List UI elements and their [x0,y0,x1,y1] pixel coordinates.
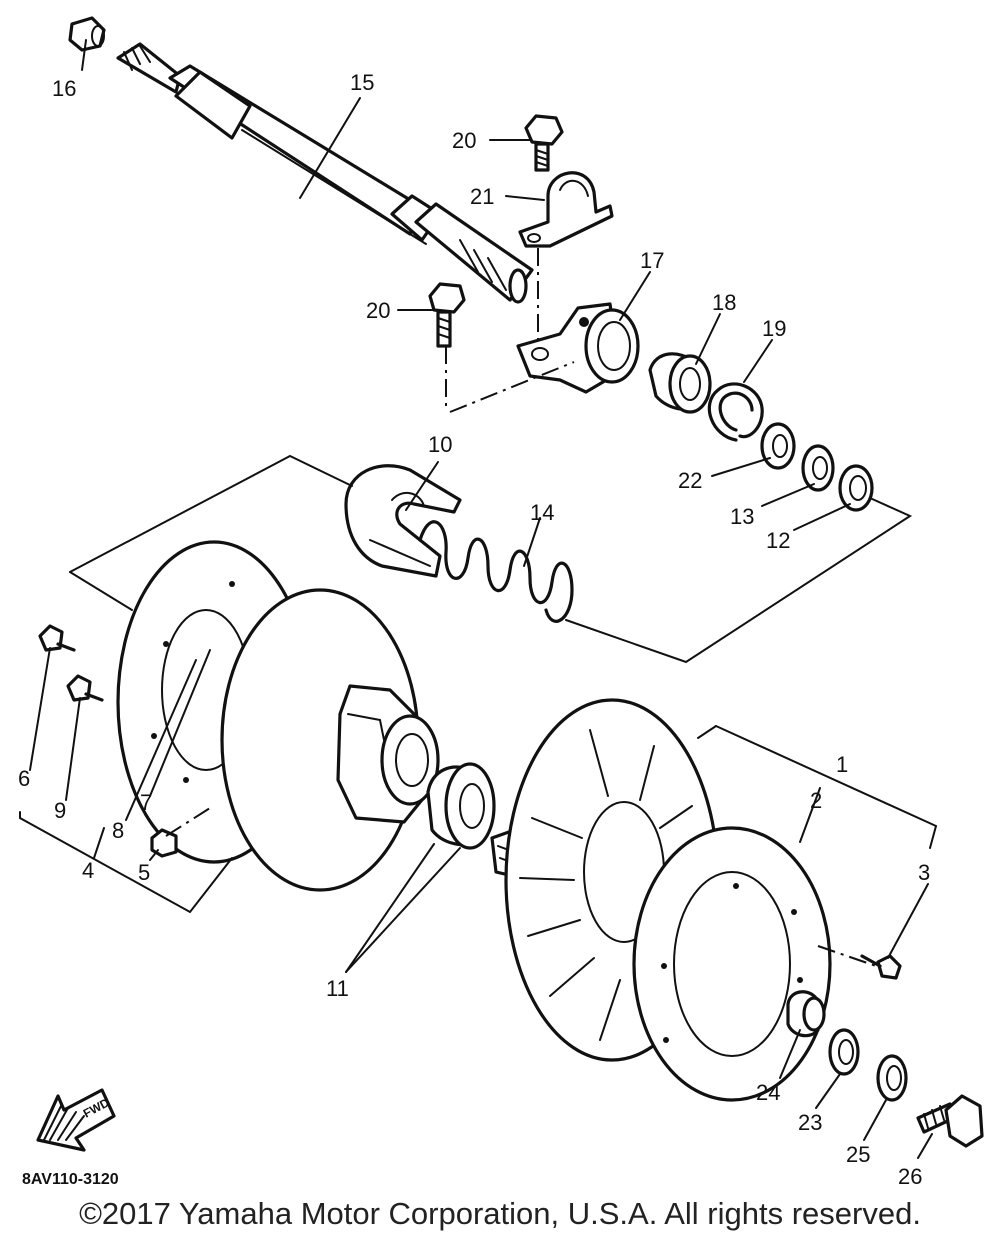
callout-14: 14 [530,500,554,525]
leader-lines [29,39,933,1159]
callout-4: 4 [82,858,94,883]
callout-1: 1 [836,752,848,777]
callout-2: 2 [810,788,822,813]
callout-24: 24 [756,1080,780,1105]
copyright-notice: ©2017 Yamaha Motor Corporation, U.S.A. A… [79,1196,921,1231]
part-6-screw [38,624,76,652]
callout-18: 18 [712,290,736,315]
part-19-circlip [707,382,764,442]
callout-20-lower: 20 [366,298,390,323]
part-14-spring [418,520,574,623]
part-23-washer [828,1028,860,1076]
part-4-sheave-assembly [220,588,440,892]
callout-20-upper: 20 [452,128,476,153]
part-12-washer [838,464,874,512]
diagram-code: 8AV110-3120 [22,1171,119,1188]
part-18-bearing [648,352,712,414]
part-13-washer [801,444,835,492]
part-10-cam [344,464,462,578]
fwd-arrow-icon: FWD [36,1088,116,1152]
part-24-collar [786,990,826,1038]
part-16-cap [68,16,106,52]
callout-11: 11 [326,976,349,1001]
part-21-bracket [518,171,614,248]
callout-9: 9 [54,798,66,823]
callout-12: 12 [766,528,790,553]
assembly-lines [19,248,937,967]
callout-10-upper: 10 [428,432,452,457]
callout-7: 7 [140,790,152,815]
part-11-bushing [426,762,496,850]
callout-15: 15 [350,70,374,95]
callout-17: 17 [640,248,664,273]
callout-6: 6 [18,766,30,791]
part-20-bolt-lower [428,282,466,348]
part-3-screw [860,954,902,980]
callout-26: 26 [898,1164,922,1189]
callout-5: 5 [138,860,150,885]
callout-labels: 16 15 20 21 20 17 18 19 10 22 13 12 14 6… [18,70,930,1189]
callout-21: 21 [470,184,494,209]
part-22-washer [760,422,796,470]
part-15-shaft [116,42,534,304]
part-17-bearing-housing [516,302,640,394]
callout-23: 23 [798,1110,822,1135]
callout-22: 22 [678,468,702,493]
part-9-screw [66,674,104,702]
part-20-bolt-upper [524,114,564,172]
part-26-bolt [916,1094,984,1148]
callout-3: 3 [918,860,930,885]
part-2-plate [632,826,832,1102]
callout-19: 19 [762,316,786,341]
callout-13: 13 [730,504,754,529]
callout-25: 25 [846,1142,870,1167]
callout-16: 16 [52,76,76,101]
callout-8: 8 [112,818,124,843]
part-25-washer [876,1054,908,1102]
